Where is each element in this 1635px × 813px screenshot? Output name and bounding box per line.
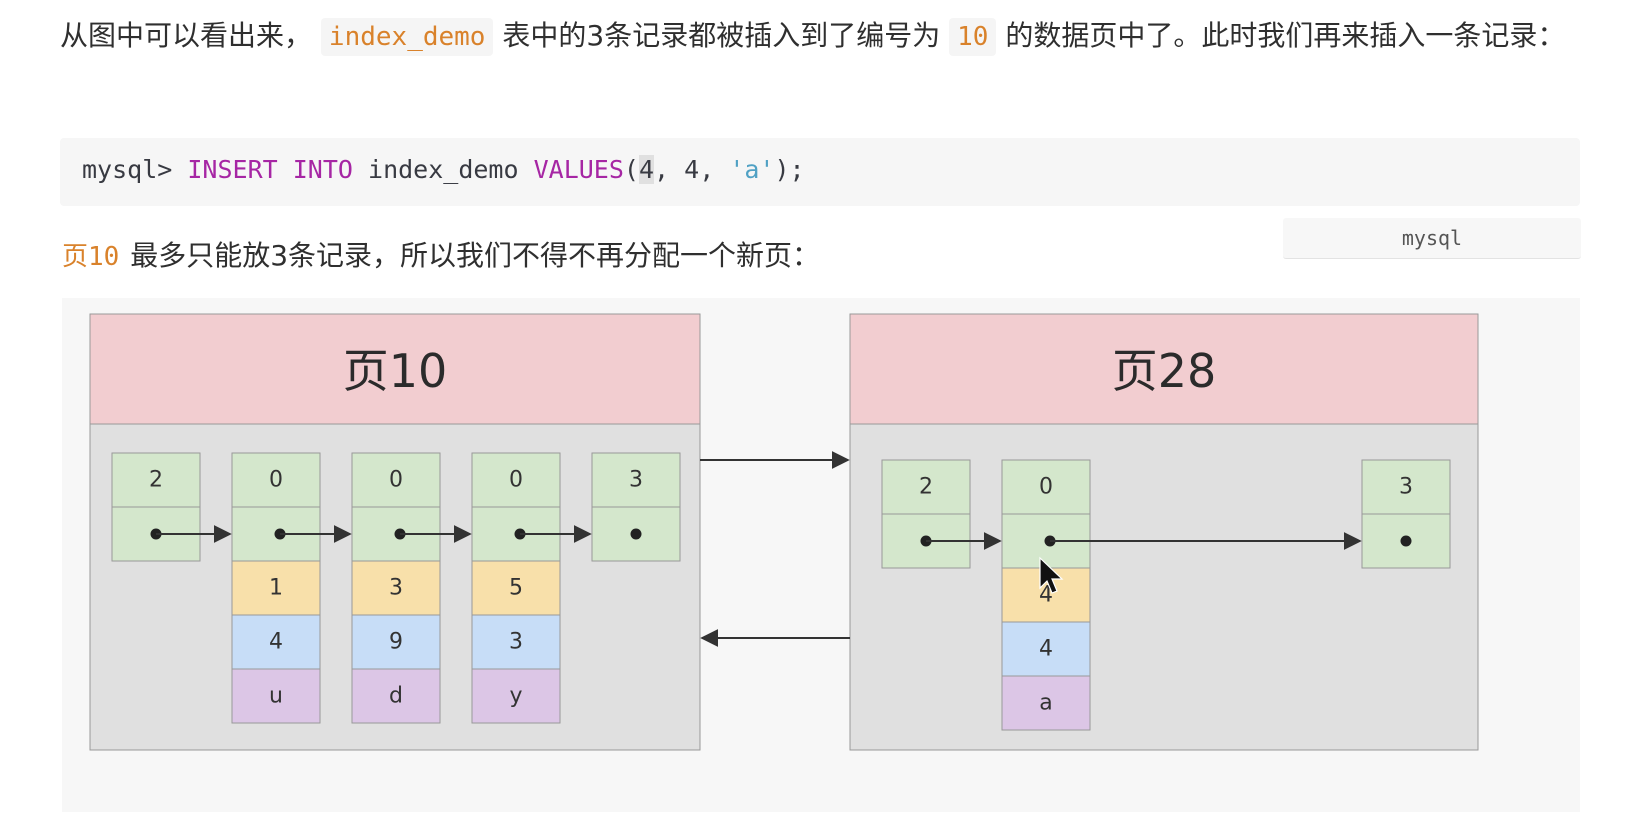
page10-record-2-pk-value: 3 — [389, 576, 403, 601]
page10-record-1-pk-value: 1 — [269, 576, 283, 601]
code-close: ); — [774, 155, 805, 184]
page28-record-1-c2-cell — [1001, 621, 1091, 677]
page10-record-4-header-cell — [591, 452, 681, 508]
second-paragraph: 页10 最多只能放3条记录，所以我们不得不再分配一个新页： — [60, 232, 1260, 281]
page28-record-2-pointer-dot — [1400, 535, 1412, 547]
page10-record-1-c3-cell — [231, 668, 321, 724]
intro-text-2: 表中的3条记录都被插入到了编号为 — [502, 19, 941, 52]
page10-record-3-c3-cell — [471, 668, 561, 724]
intro-text-3: 的数据页中了。此时我们再来插入一条记录： — [1005, 19, 1566, 52]
code-keyword-insert: INSERT — [187, 155, 278, 184]
page10-record-2-header-value: 0 — [389, 468, 403, 493]
page28-record-1-c3-value: a — [1039, 691, 1052, 716]
page10-title-bar — [89, 313, 701, 425]
code-table-name: index_demo — [368, 155, 519, 184]
code-value-3: 'a' — [729, 155, 775, 184]
page28-record-1-c3-cell — [1001, 675, 1091, 731]
code-keyword-into: INTO — [292, 155, 353, 184]
page10-record-1-c2-value: 4 — [269, 630, 283, 655]
page10-record-0-header-value: 2 — [149, 468, 163, 493]
page-split-diagram: 页10 2 0 1 4 u 0 3 9 d 0 5 3 y 3 页28 2 0 4 4 a 3 — [62, 298, 1580, 812]
page10-record-2-c2-value: 9 — [389, 630, 403, 655]
page10-record-3-c2-value: 3 — [509, 630, 523, 655]
page28-record-1-header-value: 0 — [1039, 475, 1053, 500]
page28-record-0-header-value: 2 — [919, 475, 933, 500]
code-line: mysql> INSERT INTO index_demo VALUES(4, … — [82, 155, 805, 184]
page10-record-2-c3-value: d — [389, 684, 403, 709]
code-value-2: 4 — [684, 155, 700, 184]
page10-record-3-c2-cell — [471, 614, 561, 670]
page10-record-2-pk-cell — [351, 560, 441, 616]
page10-record-3-header-value: 0 — [509, 468, 523, 493]
page28-record-1-pk-value: 4 — [1039, 583, 1053, 608]
page10-record-3-header-cell — [471, 452, 561, 508]
page28-record-2-header-value: 3 — [1399, 475, 1413, 500]
mouse-cursor-icon — [1039, 556, 1064, 594]
page10-record-2-c3-cell — [351, 668, 441, 724]
page10-record-1-header-value: 0 — [269, 468, 283, 493]
page10-record-4-pointer-dot — [630, 528, 642, 540]
page28-record-0-header-cell — [881, 459, 971, 515]
page28-record-1-header-cell — [1001, 459, 1091, 515]
diagram-svg: 页10 2 0 1 4 u 0 3 9 d 0 5 3 y 3 页28 2 0 4 4 a 3 — [89, 313, 1479, 751]
inline-code-table: index_demo — [320, 18, 494, 56]
intro-paragraph: 从图中可以看出来， index_demo 表中的3条记录都被插入到了编号为 10… — [60, 12, 1580, 61]
page28-record-1-c2-value: 4 — [1039, 637, 1053, 662]
code-language-tag: mysql — [1283, 218, 1581, 259]
page10-title: 页10 — [343, 344, 448, 398]
page10-record-3-pk-cell — [471, 560, 561, 616]
page10-record-1-header-cell — [231, 452, 321, 508]
intro-text-1: 从图中可以看出来， — [60, 19, 313, 52]
code-open-paren: ( — [623, 155, 639, 184]
page28-record-2-header-cell — [1361, 459, 1451, 515]
code-keyword-values: VALUES — [533, 155, 624, 184]
page28-title-bar — [849, 313, 1479, 425]
code-separator-2: , — [699, 155, 730, 184]
inline-code-page-number: 10 — [949, 18, 997, 56]
page10-record-3-pk-value: 5 — [509, 576, 523, 601]
second-text: 最多只能放3条记录，所以我们不得不再分配一个新页： — [130, 239, 821, 272]
code-prompt: mysql> — [82, 155, 188, 184]
page10-record-3-c3-value: y — [509, 684, 522, 709]
page10-record-1-c3-value: u — [269, 684, 283, 709]
code-block[interactable]: mysql> INSERT INTO index_demo VALUES(4, … — [60, 138, 1580, 206]
code-separator-1: , — [654, 155, 685, 184]
page10-record-0-header-cell — [111, 452, 201, 508]
inline-code-page10: 页10 — [62, 242, 120, 272]
page10-record-2-header-cell — [351, 452, 441, 508]
page10-record-2-c2-cell — [351, 614, 441, 670]
page28-title: 页28 — [1112, 344, 1217, 398]
code-value-1: 4 — [638, 155, 655, 184]
page10-record-4-header-value: 3 — [629, 468, 643, 493]
